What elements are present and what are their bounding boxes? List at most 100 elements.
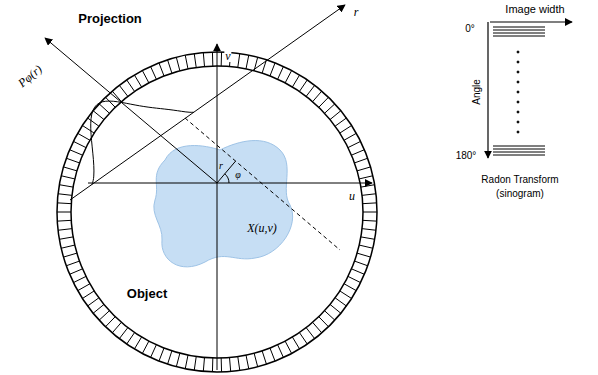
detector-element (359, 245, 373, 248)
object-label: Object (127, 287, 167, 300)
detector-element (176, 57, 180, 71)
detector-element (194, 357, 196, 371)
detector-element (66, 158, 79, 163)
detector-element (159, 348, 164, 361)
detector-element (285, 341, 292, 353)
detector-element (63, 167, 76, 171)
detector-element (299, 333, 307, 345)
detector-element (292, 337, 299, 349)
detector-element (325, 311, 335, 320)
detector-element (59, 185, 73, 187)
detector-element (361, 185, 375, 187)
angle-tick-label: 0° (465, 24, 475, 34)
detector-element (340, 125, 352, 133)
detector-element (319, 97, 329, 107)
r-distance (217, 161, 236, 183)
detector-element (363, 220, 377, 222)
sinogram-dot (517, 61, 519, 63)
object-blob (154, 141, 293, 267)
detector-element (357, 253, 370, 257)
detector-element (203, 53, 204, 67)
detector-element (93, 111, 104, 120)
v-axis (217, 44, 218, 370)
detector-element (278, 66, 284, 79)
detector-element (70, 269, 83, 274)
detector-element (119, 328, 128, 339)
detector-element (246, 55, 249, 69)
detector-element (348, 141, 361, 147)
detector-element (306, 328, 315, 339)
detector-element (363, 202, 377, 204)
detector-element (221, 52, 222, 66)
detector-element (313, 91, 322, 102)
detector-element (254, 353, 258, 367)
detector-element (82, 291, 94, 299)
detector-element (73, 141, 86, 147)
detector-element (61, 245, 75, 248)
detector-element (151, 345, 157, 358)
detector-element (93, 304, 104, 313)
detector-element (73, 276, 86, 282)
sinogram-axis-label: Angle (472, 79, 482, 105)
sinogram-caption: (sinogram) (496, 189, 544, 199)
sinogram-row (493, 27, 545, 28)
sinogram-axis-label: Image width (505, 4, 564, 15)
detector-element (359, 176, 373, 179)
detector-element (285, 70, 292, 82)
angle-tick-label: 180° (456, 151, 477, 161)
detector-element (99, 104, 109, 113)
sinogram-row (493, 155, 545, 156)
detector-element (355, 261, 368, 266)
detector-element (278, 345, 284, 358)
detector-element (221, 358, 222, 372)
sinogram-dot (517, 81, 519, 83)
detector-element (330, 304, 341, 313)
detector-element (151, 66, 157, 79)
detector-element (313, 322, 322, 333)
detector-element (351, 150, 364, 155)
detector-element (105, 317, 115, 327)
detector-element (344, 284, 356, 291)
detector-element (319, 317, 329, 327)
detector-element (119, 85, 128, 96)
detector-element (340, 291, 352, 299)
sinogram-symbol (488, 22, 572, 158)
sinogram-row (493, 149, 545, 150)
title-label: Projection (78, 12, 142, 25)
detector-element (238, 54, 240, 68)
detector-element (361, 237, 375, 239)
detector-element (344, 133, 356, 140)
detector-element (105, 97, 115, 107)
u-axis (88, 183, 372, 184)
sinogram-dot (517, 121, 519, 123)
sinogram-dot (517, 91, 519, 93)
detector-element (134, 337, 141, 349)
ray-line (185, 118, 340, 250)
detector-element (238, 357, 240, 371)
detector-element (348, 276, 361, 282)
sinogram-row (493, 30, 545, 31)
sinogram-dot (517, 101, 519, 103)
detector-element (78, 284, 90, 291)
projection-curve (91, 101, 194, 184)
detector-element (66, 261, 79, 266)
detector-element (159, 63, 164, 76)
detector-element (270, 63, 275, 76)
detector-element (194, 54, 196, 68)
detector-element (127, 80, 135, 92)
axis-label: u (348, 190, 356, 202)
axis-label: r (354, 6, 359, 18)
detector-element (270, 348, 275, 361)
detector-element (362, 229, 376, 231)
detector-element (212, 52, 213, 66)
detector-element (59, 237, 73, 239)
detector-element (134, 75, 141, 87)
detector-element (88, 118, 99, 126)
detector-element (335, 298, 346, 306)
detector-element (57, 212, 71, 213)
detector-element (112, 322, 121, 333)
detector-element (306, 85, 315, 96)
phi-arc (225, 174, 229, 183)
sinogram-row (493, 33, 545, 34)
